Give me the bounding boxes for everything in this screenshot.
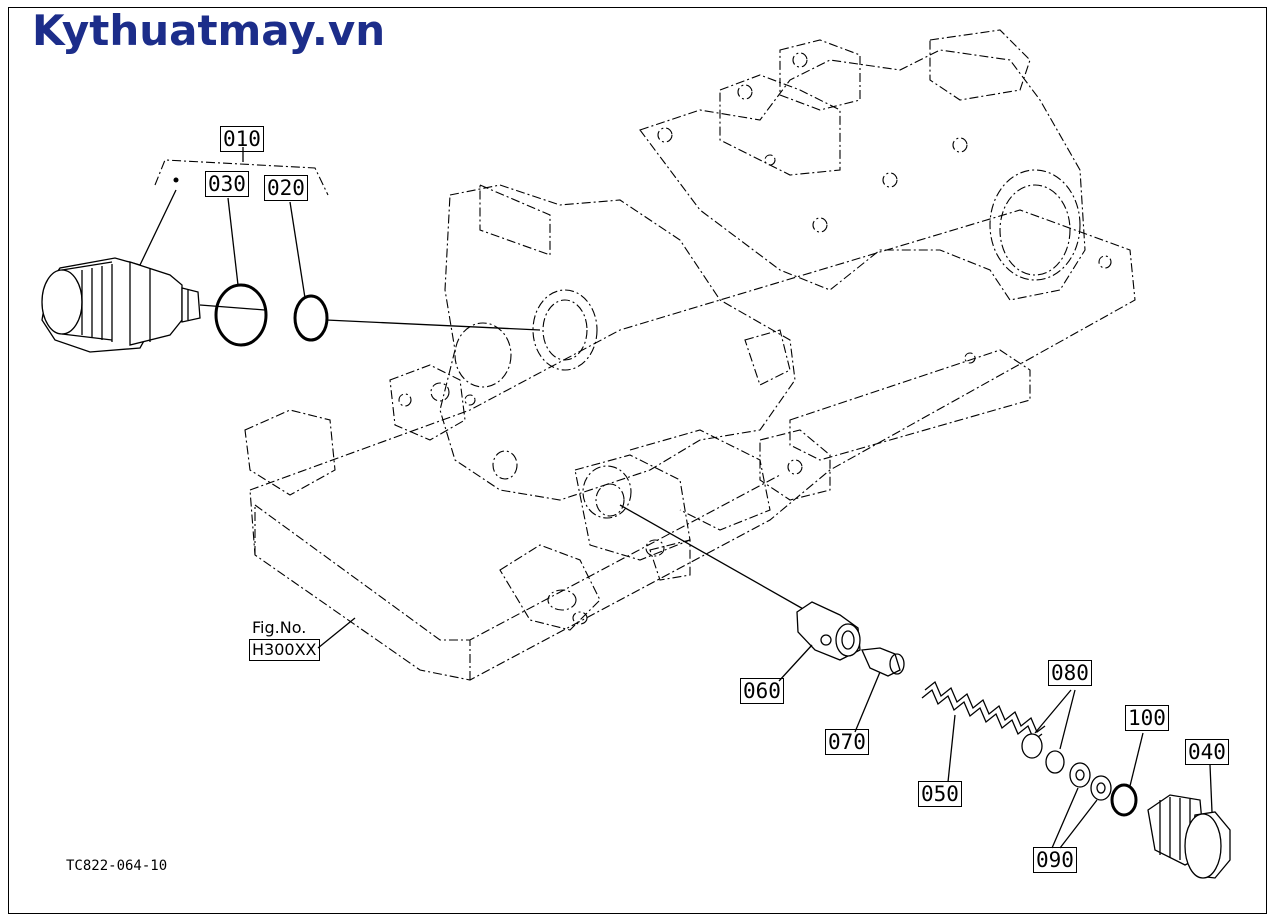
part-label-080[interactable]: 080 (1048, 660, 1092, 686)
hydraulic-housing (244, 29, 1136, 681)
part-label-060[interactable]: 060 (740, 678, 784, 704)
part-label-050[interactable]: 050 (918, 781, 962, 807)
drawing-code: TC822-064-10 (66, 858, 168, 874)
figure-number-label: Fig.No. (252, 618, 307, 637)
part-label-030[interactable]: 030 (205, 171, 249, 197)
lower-valve-train (317, 504, 1231, 879)
brand-logo[interactable]: Kythuatmay.vn (32, 6, 386, 55)
part-label-010[interactable]: 010 (220, 126, 264, 152)
part-label-020[interactable]: 020 (264, 175, 308, 201)
figure-number-value[interactable]: H300XX (249, 639, 320, 661)
part-label-040[interactable]: 040 (1185, 739, 1229, 765)
part-label-100[interactable]: 100 (1125, 705, 1169, 731)
diagram-frame (8, 7, 1267, 914)
part-label-090[interactable]: 090 (1033, 847, 1077, 873)
part-label-070[interactable]: 070 (825, 729, 869, 755)
relief-valve-assembly-010 (41, 147, 541, 353)
